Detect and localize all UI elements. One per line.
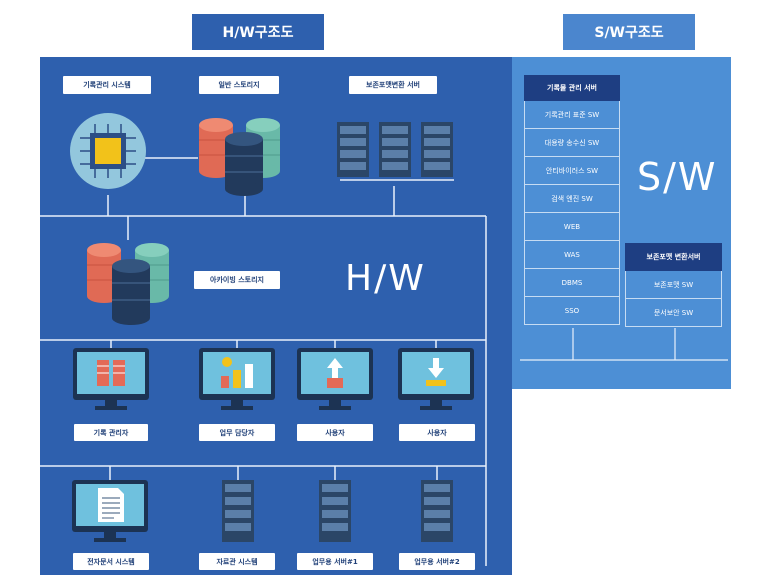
bottom-label-2: 자료관 시스템 bbox=[199, 553, 275, 570]
user-upload-monitor-icon bbox=[297, 348, 373, 410]
sw-item: 문서보안 SW bbox=[625, 299, 722, 327]
terminal-label-4: 사용자 bbox=[399, 424, 475, 441]
sw-big-label: S/W bbox=[637, 155, 718, 199]
sw-item: 안티바이러스 SW bbox=[524, 157, 620, 185]
business-server-2-icon bbox=[421, 480, 453, 542]
sw-item: 대용량 송수신 SW bbox=[524, 129, 620, 157]
hw-big-label: H/W bbox=[345, 258, 426, 299]
terminal-label-3: 사용자 bbox=[297, 424, 373, 441]
edoc-monitor-icon bbox=[72, 480, 148, 542]
user-download-monitor-icon bbox=[398, 348, 474, 410]
archive-storage-label: 아카이빙 스토리지 bbox=[194, 271, 280, 289]
business-server-1-icon bbox=[319, 480, 351, 542]
general-storage-database-icon bbox=[199, 118, 280, 196]
sw-item: 보존포맷 SW bbox=[625, 271, 722, 299]
cpu-chip-icon bbox=[70, 113, 146, 189]
sw-item: DBMS bbox=[524, 269, 620, 297]
hw-structure-tab: H/W구조도 bbox=[192, 14, 324, 50]
format-server-column: 보존포맷 변환서버 보존포맷 SW 문서보안 SW bbox=[625, 243, 722, 327]
bottom-label-1: 전자문서 시스템 bbox=[73, 553, 149, 570]
archive-system-server-icon bbox=[222, 480, 254, 542]
records-server-column: 기록물 관리 서버 기록관리 표준 SW 대용량 송수신 SW 안티바이러스 S… bbox=[524, 75, 620, 325]
staff-monitor-icon bbox=[199, 348, 275, 410]
format-server-rack-icon bbox=[337, 122, 453, 177]
sw-structure-tab: S/W구조도 bbox=[563, 14, 695, 50]
bottom-label-4: 업무용 서버#2 bbox=[399, 553, 475, 570]
sw-item: WEB bbox=[524, 213, 620, 241]
records-system-label: 기록관리 시스템 bbox=[63, 76, 151, 94]
sw-item: 기록관리 표준 SW bbox=[524, 101, 620, 129]
records-server-title: 기록물 관리 서버 bbox=[524, 75, 620, 101]
sw-panel bbox=[512, 57, 731, 389]
archive-storage-database-icon bbox=[87, 243, 169, 325]
format-server-label: 보존포맷변환 서버 bbox=[349, 76, 437, 94]
terminal-label-1: 기록 관리자 bbox=[74, 424, 148, 441]
sw-item: 검색 엔진 SW bbox=[524, 185, 620, 213]
general-storage-label: 일반 스토리지 bbox=[199, 76, 279, 94]
records-manager-monitor-icon bbox=[73, 348, 149, 410]
sw-item: SSO bbox=[524, 297, 620, 325]
sw-item: WAS bbox=[524, 241, 620, 269]
format-server-title: 보존포맷 변환서버 bbox=[625, 243, 722, 271]
bottom-label-3: 업무용 서버#1 bbox=[297, 553, 373, 570]
terminal-label-2: 업무 담당자 bbox=[199, 424, 275, 441]
